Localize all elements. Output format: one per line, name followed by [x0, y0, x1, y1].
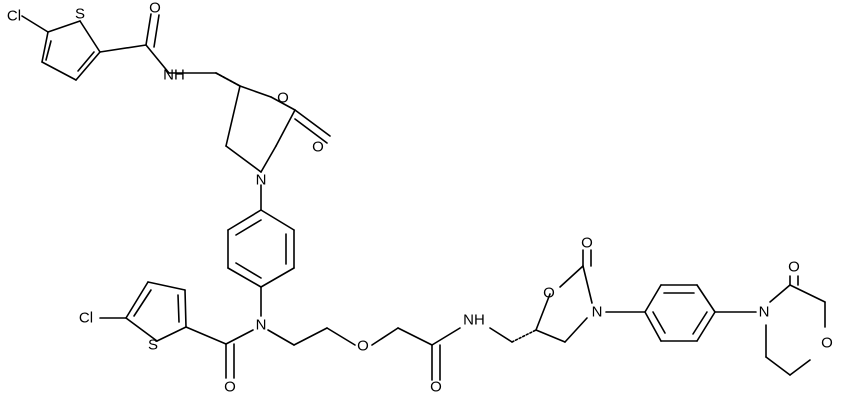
atom-nh-right: NH [463, 312, 485, 329]
bond [153, 14, 160, 48]
bond [99, 44, 147, 53]
bond [47, 20, 81, 33]
bond [564, 317, 588, 343]
bond [294, 118, 328, 144]
bond [765, 356, 791, 376]
bond [270, 96, 296, 111]
bond [582, 265, 593, 304]
atom-o-morph-keto: O [788, 259, 800, 276]
bond [692, 311, 708, 335]
bond [644, 284, 662, 313]
atom-o-amide-left: O [224, 379, 236, 396]
bond [769, 284, 791, 303]
bond [125, 281, 149, 319]
bond [184, 289, 187, 328]
atom-n-center: N [256, 317, 267, 334]
bond [789, 284, 826, 303]
atom-label-layer: Cl S O NH O O N N Cl S O O O NH O O N O … [7, 0, 833, 396]
bond [145, 13, 152, 46]
atom-o-amide-top: O [149, 0, 161, 17]
bond [225, 85, 241, 147]
hashed-wedge-bond-right [511, 329, 537, 343]
bond [235, 262, 262, 279]
bond [397, 327, 433, 346]
hashed-wedge-bond-top [215, 72, 241, 87]
bond [696, 311, 716, 342]
bond [147, 281, 186, 291]
atom-o-carbonyl-top: O [312, 139, 324, 156]
bond [559, 265, 584, 288]
atom-s-left: S [148, 337, 158, 354]
bond [293, 327, 328, 346]
bond [41, 61, 77, 81]
bond [275, 109, 296, 147]
bond [145, 44, 170, 74]
bond [177, 294, 180, 323]
atom-n-ring-right: N [592, 304, 603, 321]
bond [125, 317, 158, 342]
bond [267, 329, 295, 346]
bond [75, 51, 101, 81]
bond [260, 209, 295, 231]
atom-o-ring-right: O [543, 285, 555, 302]
atom-s-top: S [75, 6, 85, 23]
bond [371, 327, 399, 346]
bond [696, 284, 716, 313]
bond [45, 40, 52, 61]
bond [644, 311, 662, 342]
bond [225, 145, 262, 173]
bond [535, 329, 566, 343]
bond [260, 145, 277, 173]
bond [260, 267, 295, 288]
bond [227, 209, 262, 231]
atom-o-carbonyl-right: O [581, 235, 593, 252]
bond [156, 326, 187, 342]
bond [235, 219, 262, 236]
bond [239, 85, 272, 98]
bond [133, 289, 152, 317]
bond-layer [21, 13, 826, 381]
bond [77, 51, 95, 72]
atom-cl-left: Cl [79, 310, 93, 327]
bond [21, 15, 49, 33]
atom-o-morph-ring: O [821, 335, 833, 352]
bond [326, 327, 356, 346]
bond [227, 267, 262, 288]
bond [652, 311, 666, 334]
bond [79, 20, 101, 53]
atom-o-amide-mid: O [430, 379, 442, 396]
bond [789, 359, 811, 376]
bond [41, 31, 49, 63]
bond [185, 326, 227, 345]
bond [535, 293, 551, 331]
bond [294, 109, 331, 137]
bond [489, 327, 513, 343]
atom-o-ether: O [357, 338, 369, 355]
bond [225, 329, 254, 345]
bond [431, 327, 461, 346]
atom-n-morph: N [759, 304, 770, 321]
atom-nh-top: NH [163, 67, 185, 84]
atom-cl-top: Cl [7, 8, 21, 25]
atom-n-ring-top: N [256, 172, 267, 189]
stereo-bonds [215, 72, 537, 343]
atom-o-ring-top: O [277, 90, 289, 107]
